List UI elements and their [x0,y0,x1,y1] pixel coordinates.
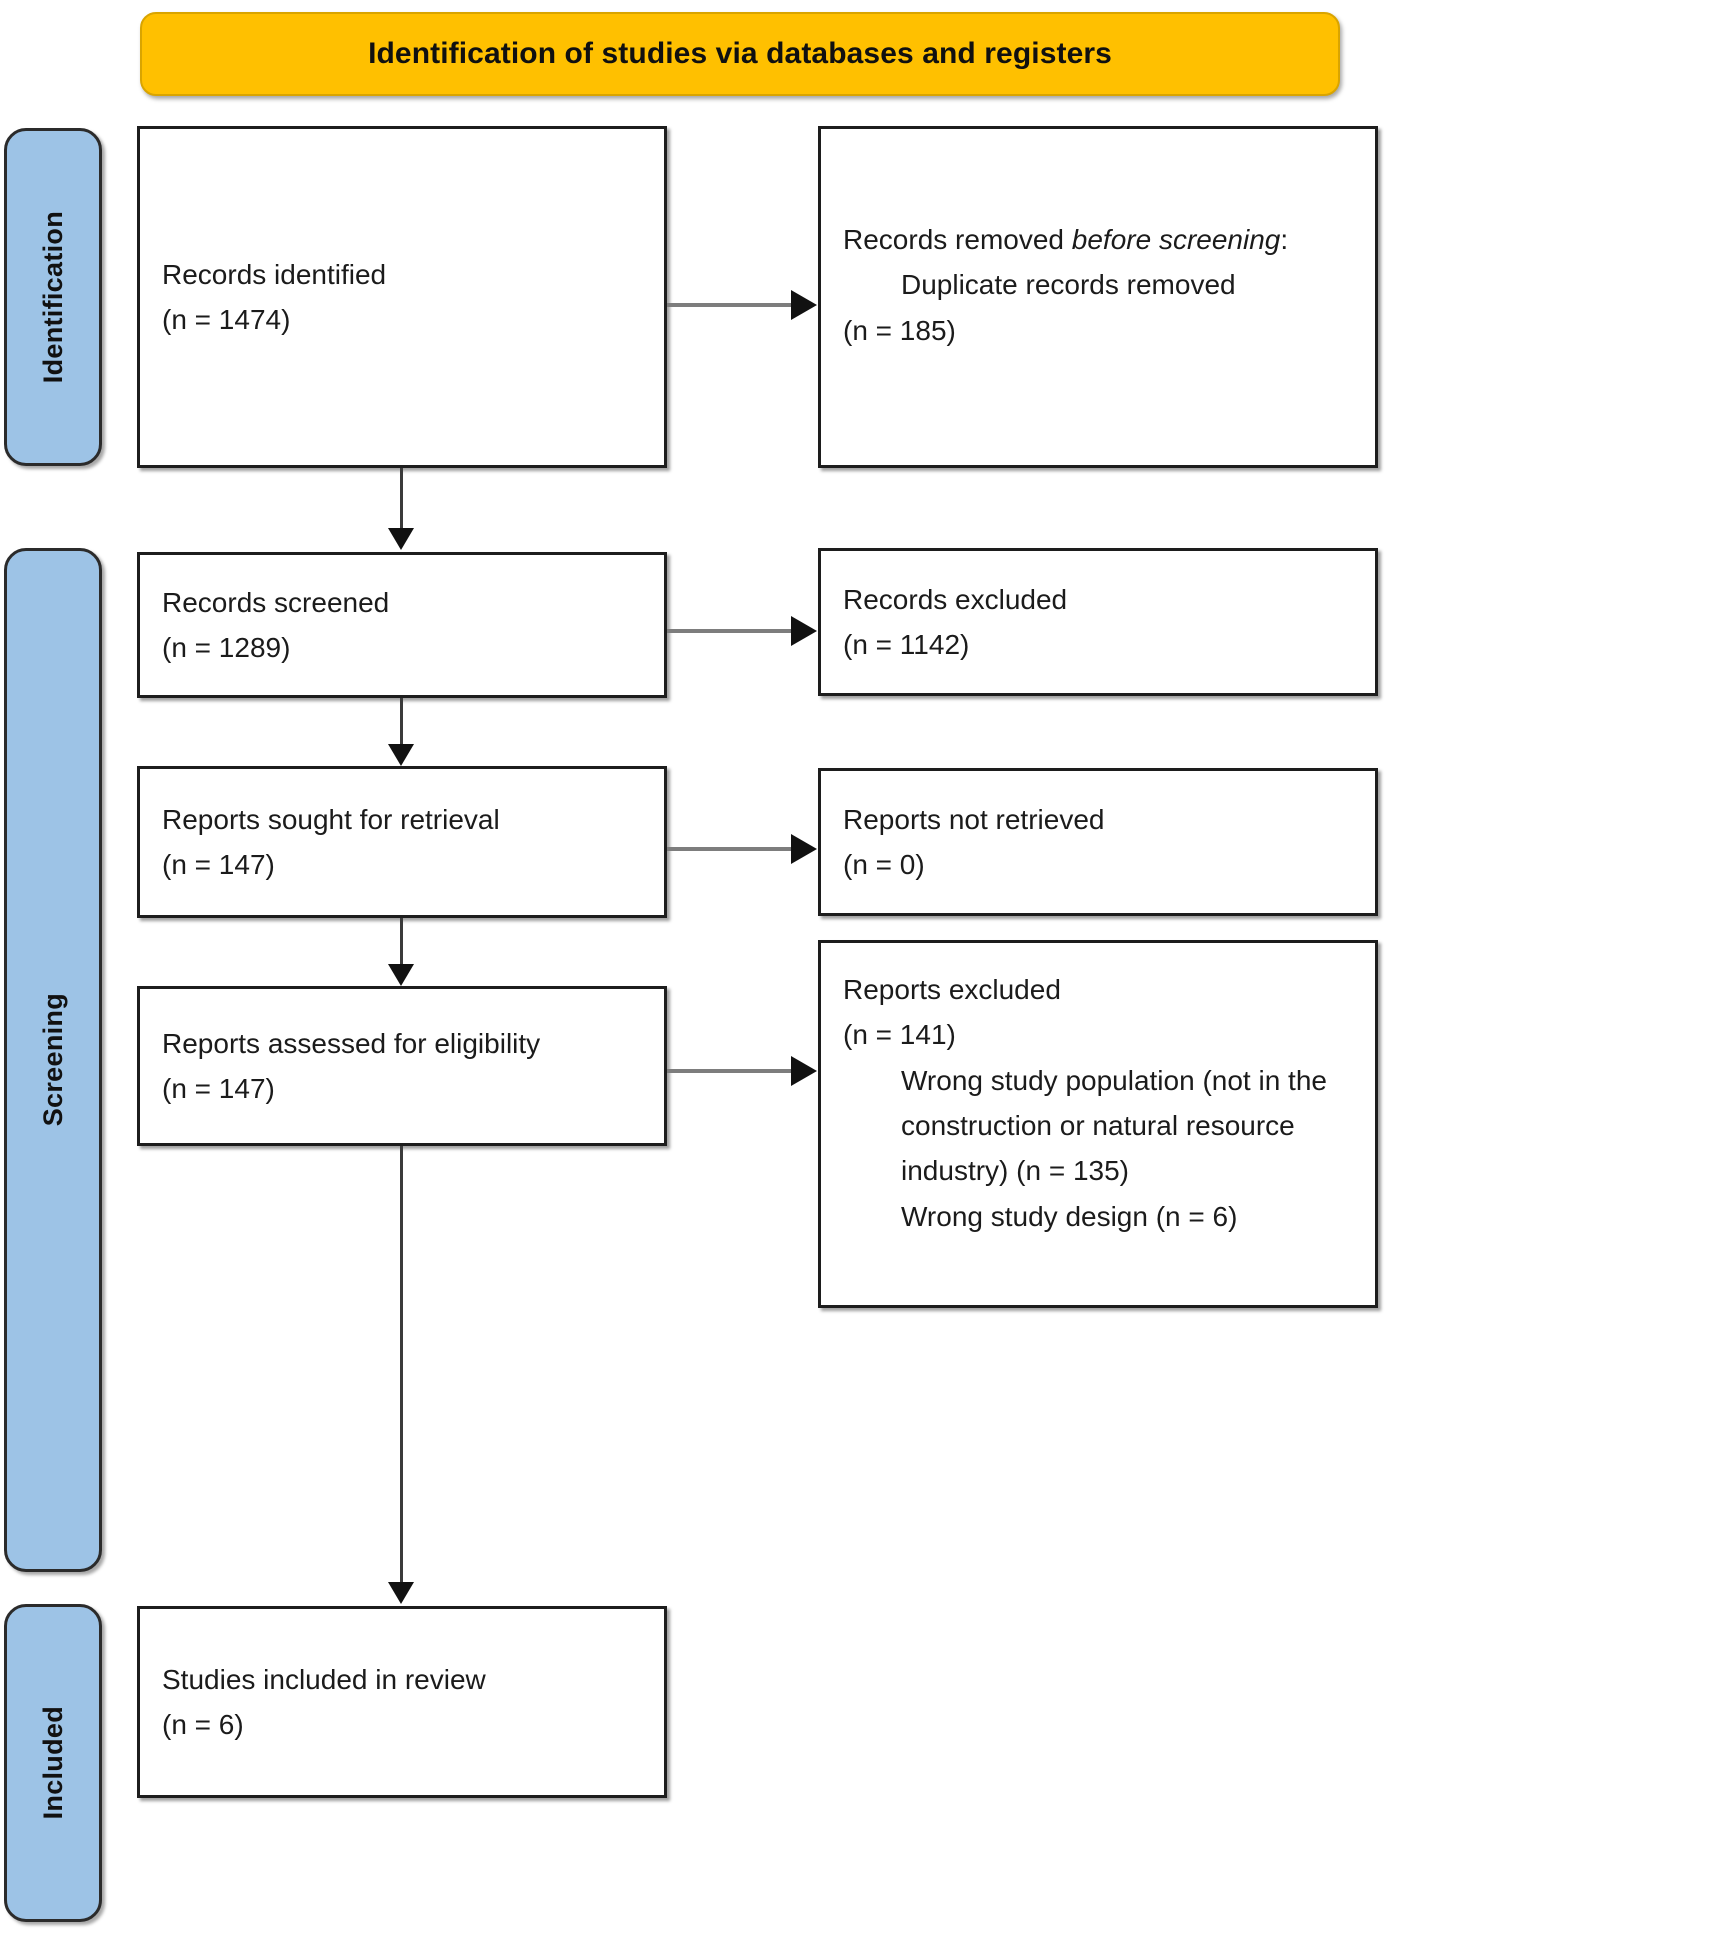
reports-excluded-reason-1-line-2: construction or natural resource [901,1110,1295,1142]
reports-excluded-reason-1-line-3: industry) (n = 135) [901,1155,1129,1187]
stage-band-screening: Screening [4,548,102,1572]
box-reports-excluded: Reports excluded (n = 141) Wrong study p… [818,940,1378,1308]
records-identified-count: (n = 1474) [162,304,291,335]
box-reports-sought: Reports sought for retrieval (n = 147) [137,766,667,918]
reports-sought-label: Reports sought for retrieval [162,803,500,835]
studies-included-count: (n = 6) [162,1709,244,1740]
connector-screened-to-sought [400,698,403,746]
arrowhead-assessed-to-reports-excluded [791,1056,817,1086]
reports-excluded-count: (n = 141) [843,1019,956,1051]
reports-assessed-count: (n = 147) [162,1073,275,1104]
records-removed-label-emphasis: before screening [1071,224,1281,255]
stage-band-identification-label: Identification [37,210,68,384]
arrowhead-sought-to-assessed [388,964,414,986]
stage-band-screening-label: Screening [37,993,68,1127]
arrowhead-sought-to-not-retrieved [791,834,817,864]
diagram-title: Identification of studies via databases … [368,37,1112,70]
duplicate-records-removed-count: (n = 185) [843,314,956,346]
records-screened-label: Records screened [162,586,390,618]
box-records-excluded: Records excluded (n = 1142) [818,548,1378,696]
reports-not-retrieved-label: Reports not retrieved [843,803,1105,835]
box-records-removed: Records removed before screening: Duplic… [818,126,1378,468]
connector-screened-to-records-excluded [667,629,793,633]
diagram-header-banner: Identification of studies via databases … [140,12,1340,96]
stage-band-included: Included [4,1604,102,1922]
arrowhead-screened-to-records-excluded [791,616,817,646]
connector-identified-to-removed [667,303,793,307]
connector-assessed-to-included [400,1146,403,1584]
records-excluded-count: (n = 1142) [843,629,970,660]
stage-band-included-label: Included [37,1706,68,1820]
records-removed-label-a: Records removed [843,224,1072,255]
reports-assessed-label: Reports assessed for eligibility [162,1027,541,1059]
records-screened-count: (n = 1289) [162,632,291,663]
duplicate-records-removed-label: Duplicate records removed [901,269,1236,301]
arrowhead-assessed-to-included [388,1582,414,1604]
arrowhead-screened-to-sought [388,744,414,766]
reports-excluded-reason-1-line-1: Wrong study population (not in the [901,1064,1327,1096]
box-records-screened: Records screened (n = 1289) [137,552,667,698]
box-records-identified: Records identified (n = 1474) [137,126,667,468]
records-removed-label: Records removed before screening: [843,217,1353,262]
box-studies-included: Studies included in review (n = 6) [137,1606,667,1798]
stage-band-identification: Identification [4,128,102,466]
studies-included-label: Studies included in review [162,1663,486,1695]
reports-sought-count: (n = 147) [162,849,275,880]
box-reports-not-retrieved: Reports not retrieved (n = 0) [818,768,1378,916]
reports-excluded-reason-2: Wrong study design (n = 6) [901,1200,1238,1232]
box-reports-assessed: Reports assessed for eligibility (n = 14… [137,986,667,1146]
connector-identified-to-screened [400,468,403,530]
records-excluded-label: Records excluded [843,583,1068,615]
connector-assessed-to-reports-excluded [667,1069,793,1073]
reports-excluded-label: Reports excluded [843,974,1061,1005]
records-identified-label: Records identified [162,258,387,290]
records-removed-label-c: : [1280,224,1289,255]
reports-not-retrieved-count: (n = 0) [843,849,925,880]
arrowhead-identified-to-removed [791,290,817,320]
connector-sought-to-assessed [400,918,403,966]
arrowhead-identified-to-screened [388,528,414,550]
connector-sought-to-not-retrieved [667,847,793,851]
